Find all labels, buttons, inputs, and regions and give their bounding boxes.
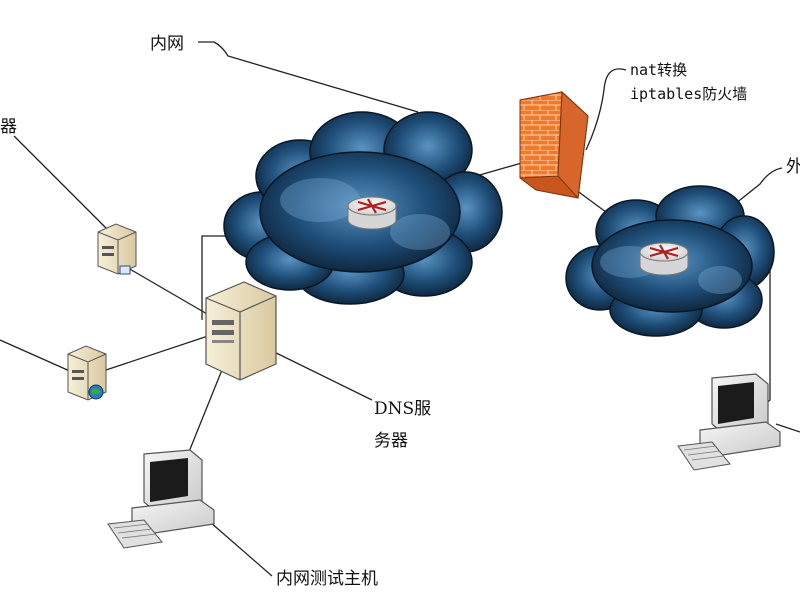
dns-server-label-line1: DNS服: [374, 399, 431, 419]
lower-server-icon: [67, 345, 107, 401]
extranet-router-icon: [639, 242, 689, 276]
extranet-label: 外: [786, 157, 800, 177]
intranet-label: 内网: [150, 34, 184, 54]
dns-server-label-line2: 务器: [374, 431, 408, 451]
nat-label: nat转换: [630, 61, 687, 79]
intranet-router-icon: [347, 196, 397, 230]
test-host-label: 内网测试主机: [276, 569, 378, 589]
firewall-icon: [519, 90, 589, 200]
test-host-computer-icon: [107, 449, 215, 549]
dns-server-icon: [205, 281, 277, 381]
extranet-cloud-icon: [565, 185, 775, 337]
upper-server-icon: [97, 223, 137, 275]
extranet-computer-icon: [677, 373, 781, 471]
server-label-partial: 器: [0, 117, 17, 137]
firewall-label: iptables防火墙: [630, 85, 747, 103]
